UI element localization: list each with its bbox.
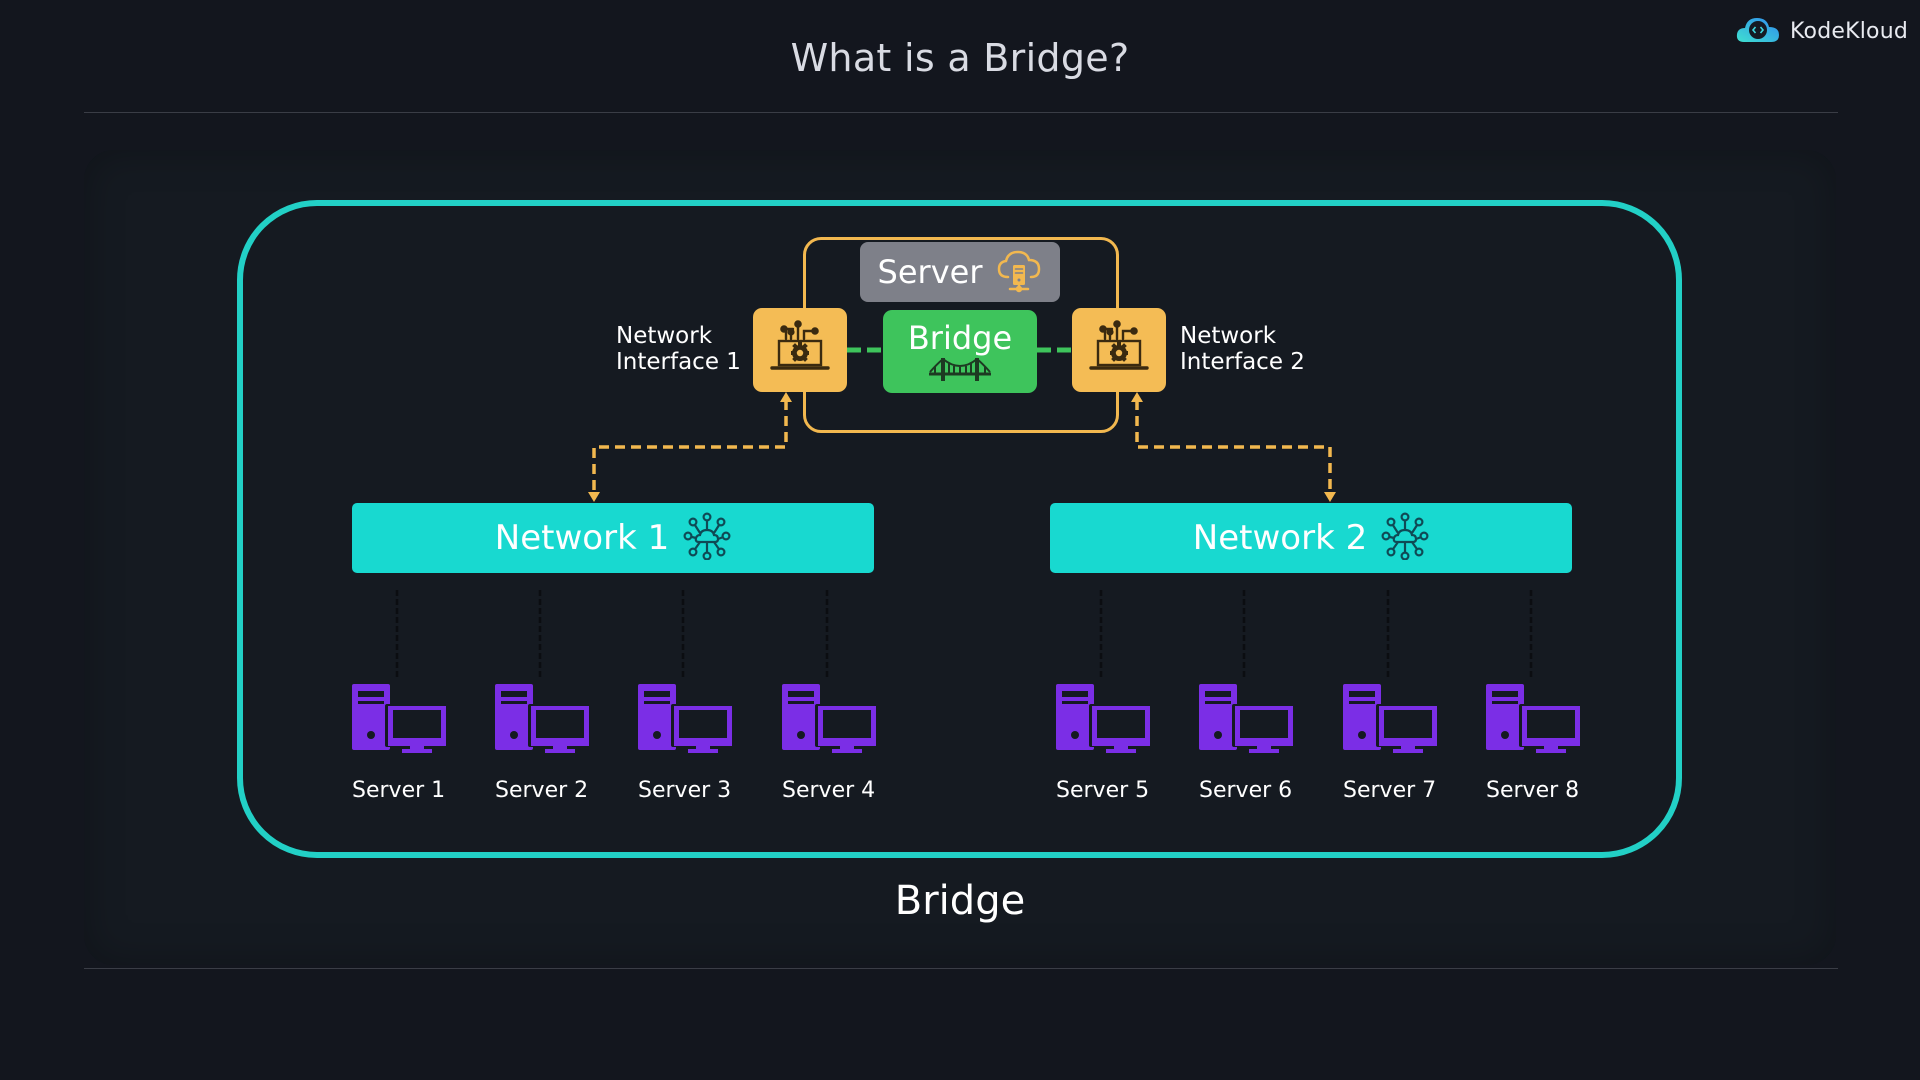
desktop-computer-icon bbox=[1343, 684, 1437, 758]
arrowhead-network2-down bbox=[1324, 492, 1336, 502]
bridge-icon bbox=[929, 356, 991, 386]
server-node: Server 8 bbox=[1486, 684, 1586, 803]
desktop-computer-icon bbox=[495, 684, 589, 758]
server-label: Server 7 bbox=[1343, 778, 1437, 803]
kodekloud-cloud-logo-icon bbox=[1736, 14, 1780, 48]
server-node: Server 5 bbox=[1056, 684, 1156, 803]
arrowhead-ni2-up bbox=[1131, 392, 1143, 402]
brand-logo: KodeKloud bbox=[1736, 14, 1908, 48]
network-interface-laptop-icon bbox=[1088, 319, 1150, 381]
arrowhead-ni1-up bbox=[780, 392, 792, 402]
server-node: Server 7 bbox=[1343, 684, 1443, 803]
server-label: Server 3 bbox=[638, 778, 732, 803]
server-node: Server 2 bbox=[495, 684, 595, 803]
server-label: Server 4 bbox=[782, 778, 876, 803]
ni2-label-line1: Network bbox=[1180, 323, 1277, 349]
server-node: Server 4 bbox=[782, 684, 882, 803]
diagram-caption: Bridge bbox=[894, 878, 1026, 924]
network-interface-1 bbox=[753, 308, 847, 392]
ni1-label-line1: Network bbox=[616, 323, 713, 349]
network-1-label: Network 1 bbox=[494, 518, 670, 558]
cloud-server-icon bbox=[996, 247, 1042, 297]
server-label: Server 5 bbox=[1056, 778, 1150, 803]
ni2-label-line2: Interface 2 bbox=[1180, 349, 1305, 375]
top-divider bbox=[84, 112, 1838, 113]
desktop-computer-icon bbox=[1199, 684, 1293, 758]
bridge-frame bbox=[237, 200, 1682, 858]
desktop-computer-icon bbox=[638, 684, 732, 758]
server-label: Server 2 bbox=[495, 778, 589, 803]
network-1-bar: Network 1 bbox=[352, 503, 874, 573]
desktop-computer-icon bbox=[1056, 684, 1150, 758]
desktop-computer-icon bbox=[1486, 684, 1580, 758]
server-node: Server 6 bbox=[1199, 684, 1299, 803]
network-2-label: Network 2 bbox=[1192, 518, 1368, 558]
network-interface-laptop-icon bbox=[769, 319, 831, 381]
server-label: Server 1 bbox=[352, 778, 446, 803]
network-interface-2 bbox=[1072, 308, 1166, 392]
desktop-computer-icon bbox=[352, 684, 446, 758]
bridge-node: Bridge bbox=[883, 310, 1037, 393]
bridge-node-label: Bridge bbox=[907, 318, 1013, 357]
desktop-computer-icon bbox=[782, 684, 876, 758]
arrowhead-network1-down bbox=[588, 492, 600, 502]
host-server-label: Server bbox=[860, 242, 1060, 302]
bottom-divider bbox=[84, 968, 1838, 969]
server-label: Server 8 bbox=[1486, 778, 1580, 803]
network-interface-1-label: Network Interface 1 bbox=[616, 323, 741, 375]
server-node: Server 3 bbox=[638, 684, 738, 803]
ni1-label-line2: Interface 1 bbox=[616, 349, 741, 375]
server-label: Server 6 bbox=[1199, 778, 1293, 803]
network-2-bar: Network 2 bbox=[1050, 503, 1572, 573]
host-server-text: Server bbox=[877, 253, 983, 291]
network-hub-icon bbox=[1381, 512, 1429, 564]
network-interface-2-label: Network Interface 2 bbox=[1180, 323, 1305, 375]
brand-name: KodeKloud bbox=[1790, 18, 1908, 44]
network-hub-icon bbox=[683, 512, 731, 564]
page-title: What is a Bridge? bbox=[790, 36, 1130, 80]
link-ni2-network2 bbox=[1135, 400, 1332, 494]
link-ni1-network1 bbox=[592, 400, 788, 494]
server-drop-lines bbox=[395, 590, 1533, 680]
server-node: Server 1 bbox=[352, 684, 452, 803]
